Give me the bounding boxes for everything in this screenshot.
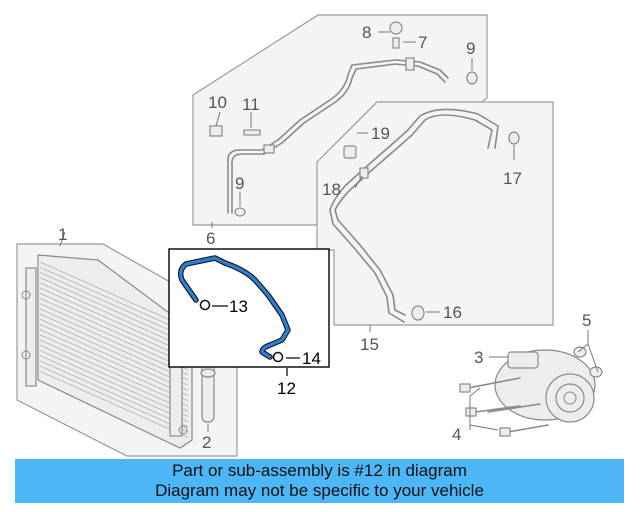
callout-8: 8 (362, 23, 371, 42)
callout-9a: 9 (466, 39, 475, 58)
callout-18: 18 (322, 180, 341, 199)
condenser-fin-line (39, 298, 189, 365)
callout-3: 3 (474, 348, 483, 367)
callout-15: 15 (360, 335, 379, 354)
banner-line-2: Diagram may not be specific to your vehi… (155, 481, 484, 500)
callout-10: 10 (208, 93, 227, 112)
highlight-box-12 (168, 248, 330, 368)
info-banner: Part or sub-assembly is #12 in diagram D… (15, 459, 624, 503)
callout-12: 12 (277, 379, 296, 398)
callout-6: 6 (206, 229, 215, 248)
callout-11: 11 (242, 95, 260, 114)
condenser-fin-line (39, 303, 189, 370)
callout-17: 17 (503, 169, 522, 188)
condenser-fin-line (39, 318, 189, 386)
condenser-fin-line (39, 287, 189, 355)
pipe-assembly-6 (209, 21, 478, 217)
condenser-fin-line (39, 365, 189, 433)
banner-line-1: Part or sub-assembly is #12 in diagram (172, 461, 467, 480)
condenser-fin-line (39, 313, 189, 381)
callout-5: 5 (582, 311, 591, 330)
condenser-fin-line (39, 360, 189, 428)
condenser-fin-line (39, 292, 189, 360)
leader-lines (59, 31, 599, 432)
callout-14: 14 (302, 349, 321, 368)
condenser-fin-line (39, 344, 189, 412)
condenser-part (21, 254, 193, 449)
condenser-fin-line (39, 355, 189, 422)
condenser-fin-line (39, 282, 189, 350)
condenser-fin-line (39, 261, 189, 329)
callout-4: 4 (452, 425, 461, 444)
callout-7: 7 (418, 33, 427, 52)
compressor-part (494, 346, 603, 423)
callout-2: 2 (202, 433, 211, 452)
condenser-fin-line (39, 324, 189, 391)
callout-1: 1 (58, 225, 67, 244)
callout-16: 16 (443, 303, 462, 322)
condenser-fin-line (39, 272, 189, 339)
condenser-fin-line (39, 277, 189, 344)
condenser-fin-line (39, 339, 189, 407)
ac-pipe-12 (177, 255, 291, 363)
condenser-fin-line (39, 334, 189, 402)
hose-assembly-15 (329, 108, 520, 323)
condenser-fin-line (39, 308, 189, 376)
condenser-fin-line (39, 370, 189, 438)
condenser-fin-line (39, 329, 189, 396)
callout-9b: 9 (235, 174, 244, 193)
condenser-fin-line (39, 350, 189, 417)
condenser-fin-line (39, 266, 189, 334)
callout-13: 13 (229, 297, 248, 316)
callout-19: 19 (371, 124, 390, 143)
bolts-part (459, 377, 549, 437)
